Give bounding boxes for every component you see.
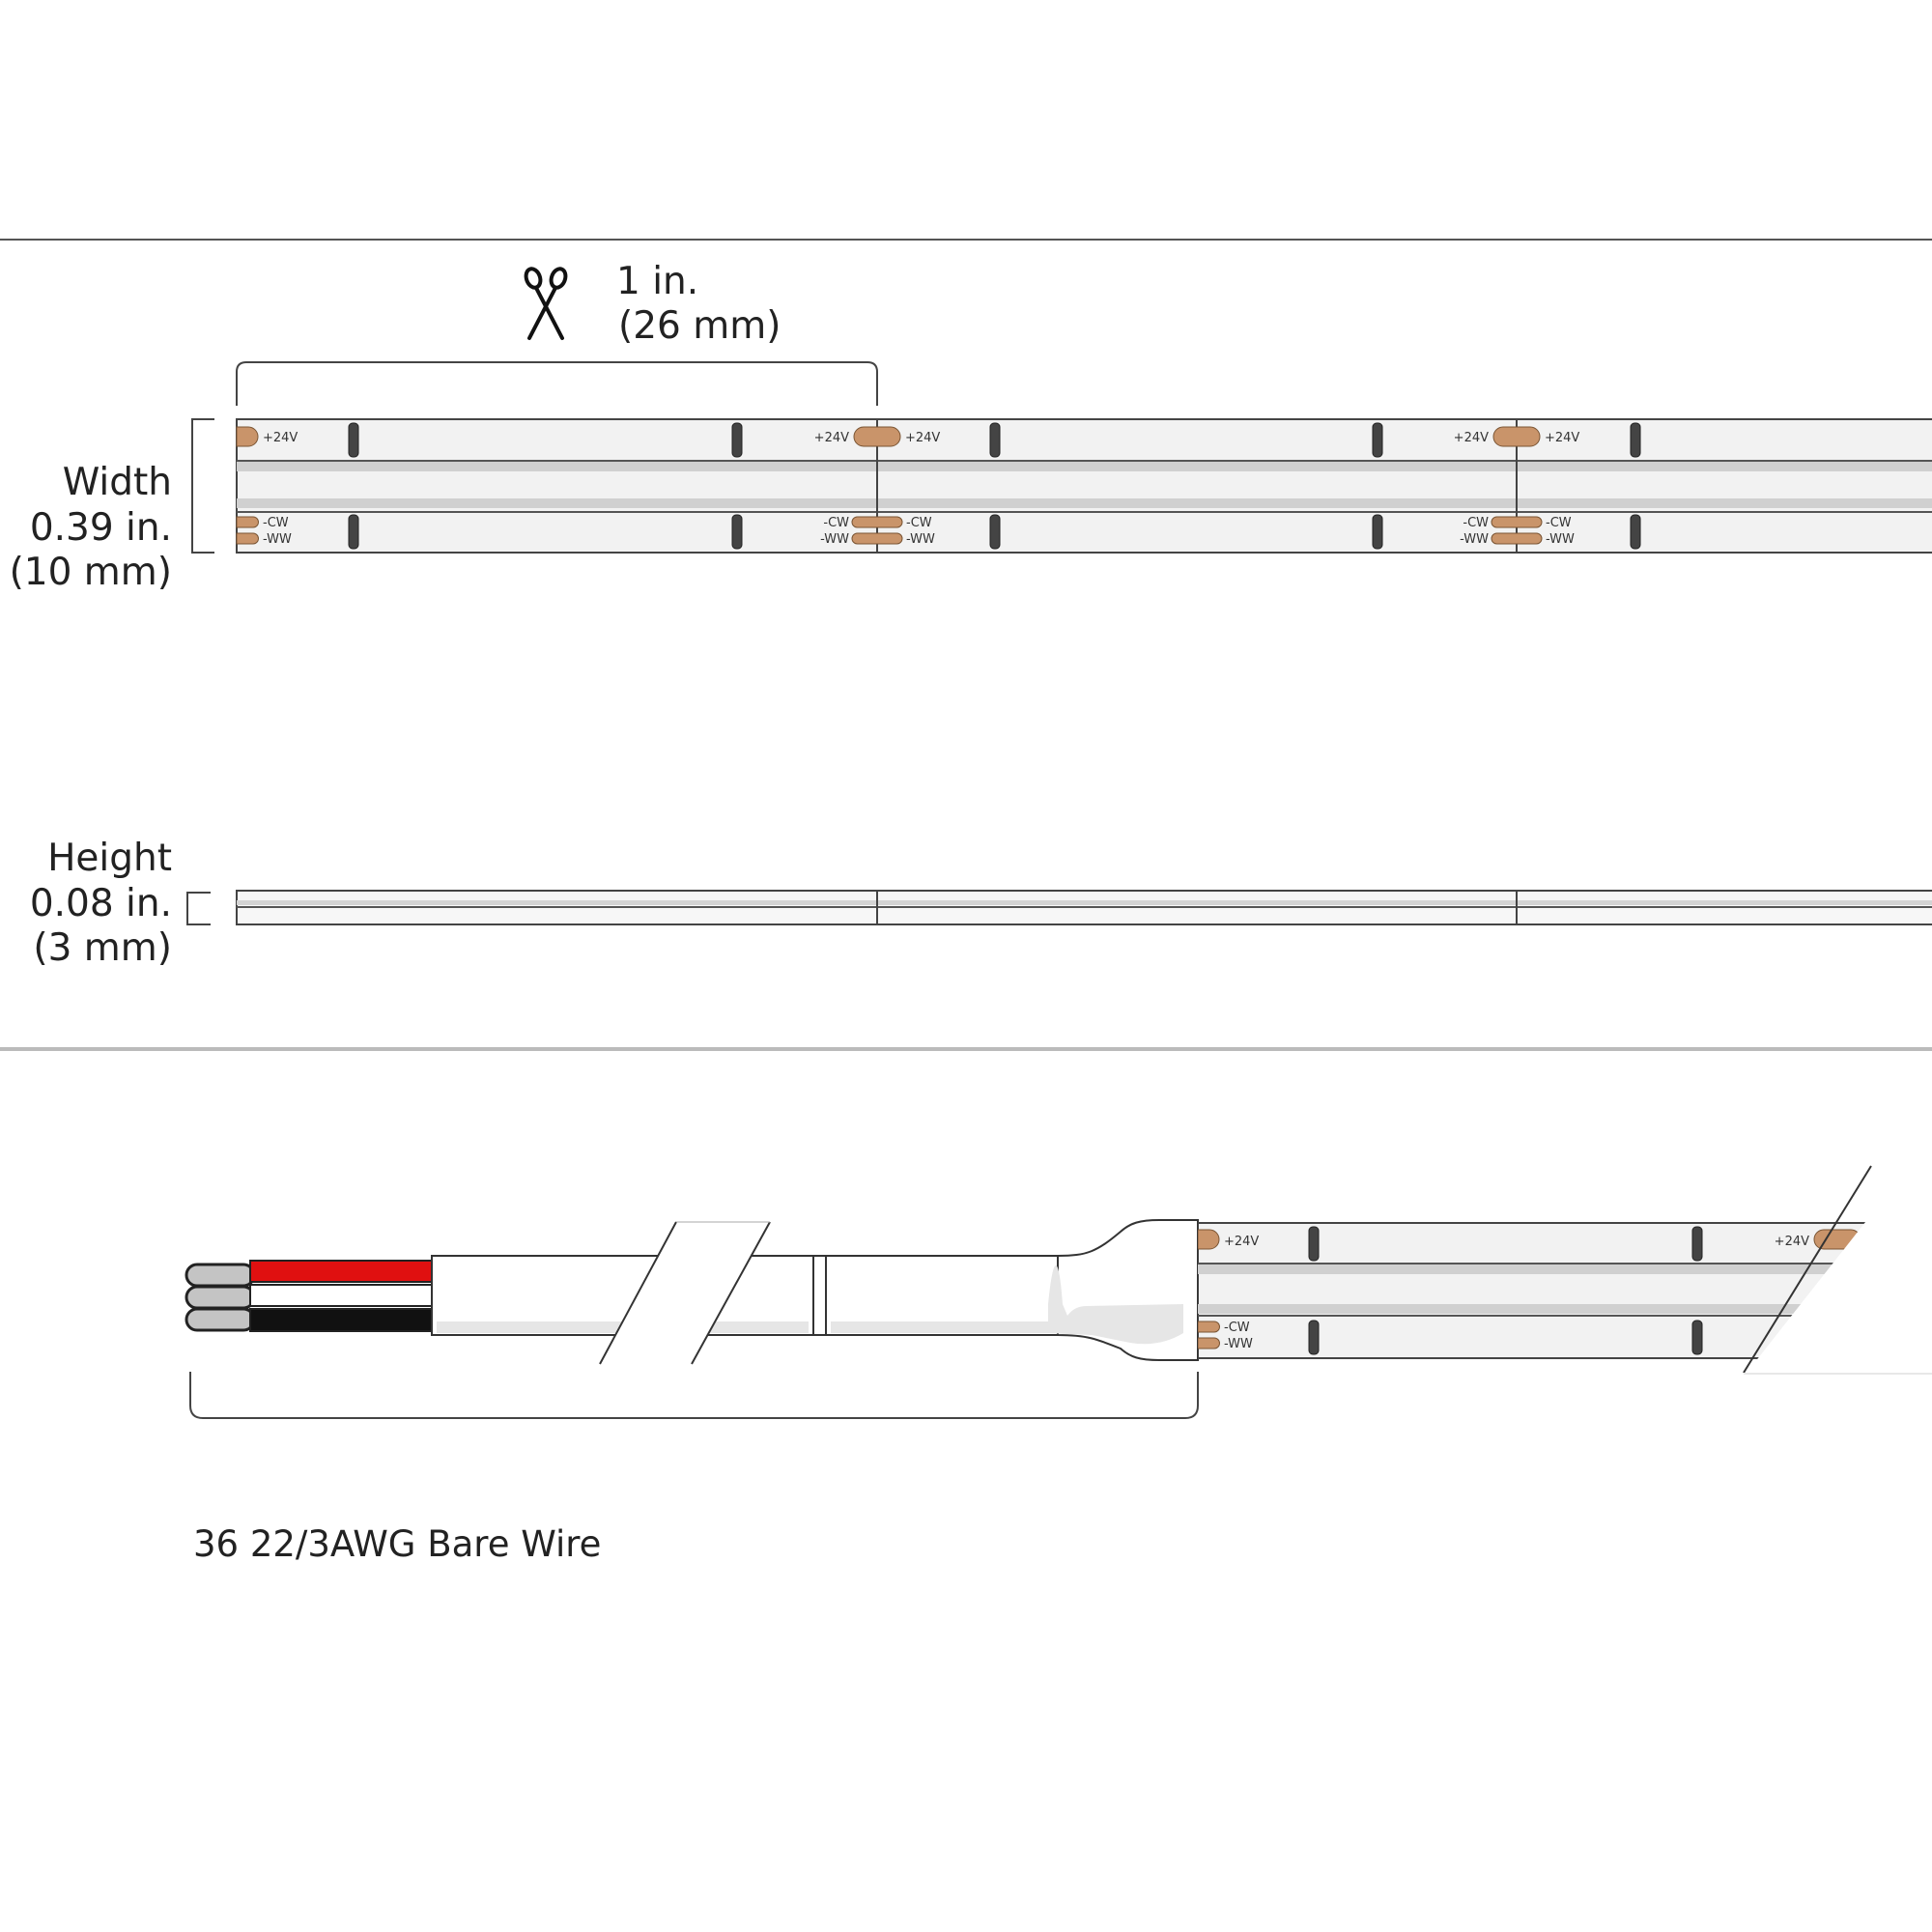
height-mm: (3 mm) [33,926,172,970]
width-inches: 0.39 in. [30,506,172,550]
scissors-icon [524,267,568,340]
height-label: Height [47,837,172,880]
pad-label-cw: -CW [263,516,289,530]
strip-side-view [236,890,1932,925]
black-wire [249,1308,433,1332]
pad-label-ww: -WW [820,532,849,547]
width-label: Width [63,461,172,504]
pad-label-24v: +24V [905,431,940,445]
cut-length-mm: (26 mm) [618,304,781,348]
cut-length-inches: 1 in. [616,260,698,303]
pad-label-cw: -CW [1463,516,1489,530]
pad-label-24v: +24V [814,431,849,445]
pad-label-24v: +24V [1454,431,1489,445]
height-bracket [186,892,211,925]
pad-label-24v: +24V [1224,1235,1259,1249]
pad-label-cw: -CW [1224,1321,1250,1335]
cut-length-bracket [236,361,878,406]
height-inches: 0.08 in. [30,882,172,925]
lead-wire-label: 36 22/3AWG Bare Wire [193,1523,601,1565]
pad-label-24v: +24V [263,431,298,445]
width-bracket [191,418,214,554]
pad-label-ww: -WW [1224,1337,1253,1351]
pad-label-24v: +24V [1545,431,1579,445]
pad-label-ww: -WW [906,532,935,547]
red-wire [249,1260,433,1283]
pad-label-ww: -WW [263,532,292,547]
pad-label-24v: +24V [1775,1235,1809,1249]
lead-wire-assembly: +24V +24V -CW -WW [185,1165,1932,1375]
pad-label-cw: -CW [1546,516,1572,530]
pad-label-ww: -WW [1546,532,1575,547]
pad-label-cw: -CW [823,516,849,530]
width-mm: (10 mm) [10,551,172,594]
pad-label-cw: -CW [906,516,932,530]
lead-wire-bracket [189,1372,1199,1419]
white-wire [249,1284,433,1307]
pad-label-ww: -WW [1460,532,1489,547]
strip-top-view: +24V +24V +24V +24V +24V -CW -WW -CW -WW… [236,418,1932,554]
